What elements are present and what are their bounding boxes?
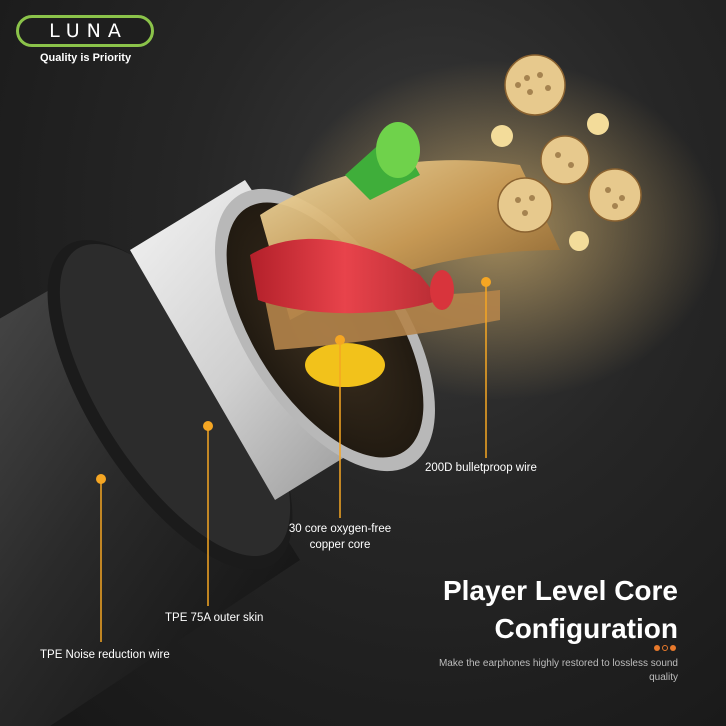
callout-copper-core: 30 core oxygen-free copper core bbox=[280, 521, 400, 553]
dot-icon bbox=[662, 645, 668, 651]
callout-copper-core-line2: copper core bbox=[309, 539, 371, 551]
brand-tagline: Quality is Priority bbox=[40, 52, 132, 64]
logo-text: LUNA bbox=[49, 20, 128, 42]
callout-marker-icon bbox=[96, 277, 491, 484]
headline-line1: Player Level Core bbox=[442, 575, 678, 606]
headline-line2: Configuration bbox=[494, 613, 678, 644]
decorative-dots bbox=[654, 645, 676, 651]
callout-outer-skin: TPE 75A outer skin bbox=[165, 612, 264, 624]
headline-subline: Make the earphones highly restored to lo… bbox=[438, 658, 678, 683]
dot-icon bbox=[654, 645, 660, 651]
luna-logo-icon: LUNA bbox=[16, 15, 154, 47]
callout-noise-reduction: TPE Noise reduction wire bbox=[40, 649, 170, 661]
headline: Player Level Core Configuration bbox=[443, 572, 678, 648]
callout-copper-core-line1: 30 core oxygen-free bbox=[288, 523, 392, 535]
dot-icon bbox=[670, 645, 676, 651]
callout-bulletproof-wire: 200D bulletproop wire bbox=[425, 462, 537, 474]
